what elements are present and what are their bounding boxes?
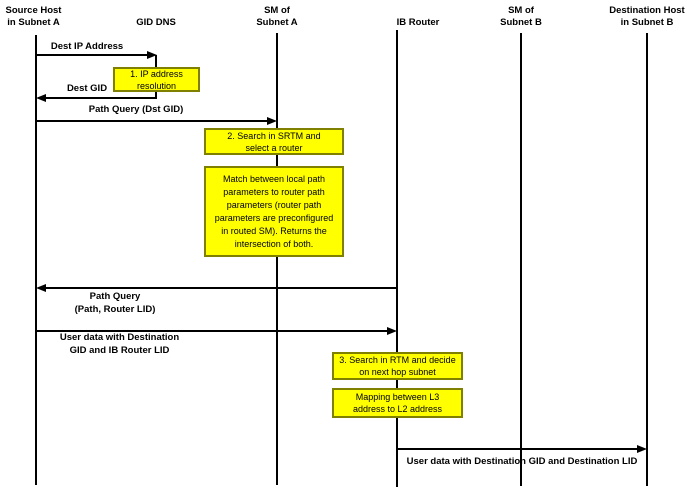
note-search-rtm: 3. Search in RTM and decide on next hop … [332,352,463,380]
lifeline-label-line: in Subnet A [7,16,60,28]
note-mapping-l3-l2: Mapping between L3 address to L2 address [332,388,463,418]
note-line: parameters (router path [226,199,322,210]
message-line-path-query-dst-gid [37,120,267,122]
note-match-path-parameters: Match between local path parameters to r… [204,166,344,257]
note-ip-address-resolution: 1. IP address resolution [113,67,200,92]
arrowhead-right-icon [637,445,647,453]
note-line: parameters to router path [223,186,325,197]
message-label-path-query-path-router-lid: Path Query (Path, Router LID) [45,291,185,316]
lifeline-label-line: Source Host [5,5,62,16]
lifeline-label-line: SM of [264,5,290,16]
note-line: parameters are preconfigured [214,212,334,223]
message-label-line: (Path, Router LID) [74,303,156,315]
lifeline-label-source-host: Source Host in Subnet A [0,5,67,28]
message-line-user-data-ib-router [37,330,387,332]
lifeline-label-line: SM of [508,5,534,16]
lifeline-destination-host [646,33,648,486]
arrowhead-right-icon [267,117,277,125]
message-line-dest-gid [46,97,157,99]
message-line-dest-ip-address [37,54,147,56]
note-line: select a router [245,142,303,153]
arrowhead-right-icon [387,327,397,335]
note-line: on next hop subnet [359,367,436,377]
lifeline-label-line: GID DNS [136,17,176,28]
note-line: 1. IP address [130,68,183,79]
note-line: Match between local path [222,173,326,184]
message-label-user-data-ib-router: User data with Destination GID and IB Ro… [42,332,197,357]
message-label-line: Path Query (Dst GID) [88,104,184,115]
message-line-path-query-path-router-lid [46,287,397,289]
note-line: 3. Search in RTM and decide [339,355,456,365]
message-label-line: Dest IP Address [50,41,124,52]
note-line: address to L2 address [352,404,443,414]
note-line: Mapping between L3 [355,392,440,402]
message-label-dest-gid: Dest GID [45,83,129,96]
lifeline-label-sm-subnet-a: SM of Subnet A [237,5,317,28]
arrowhead-left-icon [36,284,46,292]
note-line: in routed SM). Returns the [221,225,327,236]
note-line: 2. Search in SRTM and [227,130,321,141]
lifeline-label-sm-subnet-b: SM of Subnet B [481,5,561,28]
lifeline-ib-router [396,30,398,487]
lifeline-label-line: Subnet B [500,16,542,28]
message-label-user-data-destination: User data with Destination GID and Desti… [391,456,653,469]
message-label-line: Dest GID [66,83,108,94]
message-label-line: User data with Destination [59,332,180,343]
lifeline-label-gid-dns: GID DNS [116,17,196,29]
lifeline-sm-subnet-a [276,33,278,485]
arrowhead-right-icon [147,51,157,59]
note-search-srtm: 2. Search in SRTM and select a router [204,128,344,155]
arrowhead-left-icon [36,94,46,102]
lifeline-label-ib-router: IB Router [378,17,458,29]
message-label-line: Path Query [89,291,141,302]
note-line: intersection of both. [234,238,314,249]
message-label-line: GID and IB Router LID [69,344,170,356]
message-line-user-data-destination [397,448,637,450]
lifeline-label-line: IB Router [396,17,440,28]
note-line: resolution [136,80,177,91]
lifeline-source-host [35,35,37,485]
lifeline-label-destination-host: Destination Host in Subnet B [600,5,687,28]
lifeline-label-line: Subnet A [256,16,298,28]
lifeline-label-line: Destination Host [609,5,685,16]
message-label-dest-ip-address: Dest IP Address [45,41,129,54]
lifeline-label-line: in Subnet B [620,16,674,28]
lifeline-sm-subnet-b [520,33,522,486]
message-label-path-query-dst-gid: Path Query (Dst GID) [66,104,206,117]
message-label-line: User data with Destination GID and Desti… [406,456,638,467]
